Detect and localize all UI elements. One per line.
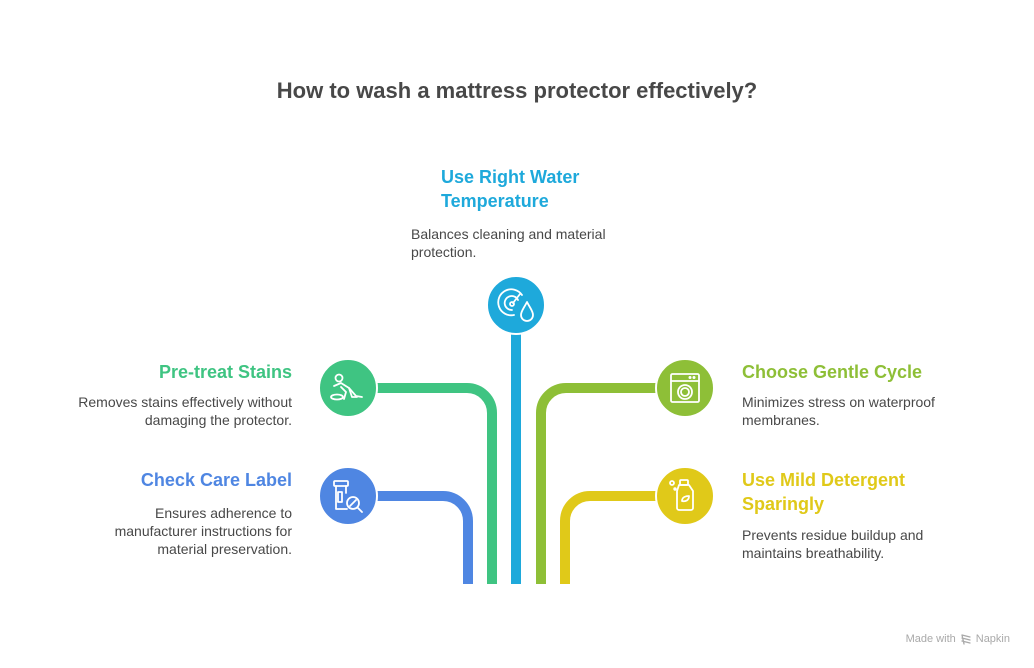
made-with-napkin-badge[interactable]: Made with Napkin bbox=[906, 633, 1010, 645]
description-line: material preservation. bbox=[157, 541, 292, 557]
node-use-mild-detergent-sparingly bbox=[655, 466, 715, 526]
node-choose-gentle-cycle bbox=[655, 358, 715, 418]
item-pre-treat-stains: Pre-treat Stains Removes stains effectiv… bbox=[32, 360, 292, 429]
washing-machine-icon bbox=[670, 373, 700, 403]
pill-bottle-magnifier-icon bbox=[333, 480, 363, 513]
connector-use-mild-detergent-sparingly bbox=[560, 491, 657, 584]
napkin-brand-label: Napkin bbox=[975, 633, 1010, 645]
description-line: Removes stains effectively without bbox=[78, 394, 292, 410]
person-scrubbing-icon bbox=[330, 373, 363, 401]
description-line: maintains breathability. bbox=[742, 545, 885, 561]
description-line: manufacturer instructions for bbox=[114, 523, 292, 539]
description-line: protection. bbox=[411, 244, 477, 260]
description-line: damaging the protector. bbox=[144, 412, 292, 428]
title-line: Sparingly bbox=[742, 494, 825, 514]
connector-pre-treat-stains bbox=[376, 383, 497, 584]
page-title: How to wash a mattress protector effecti… bbox=[276, 78, 758, 103]
made-with-label: Made with bbox=[905, 633, 956, 645]
item-description: Minimizes stress on waterproof membranes… bbox=[742, 393, 1002, 429]
item-title: Use Mild Detergent Sparingly bbox=[742, 468, 1002, 516]
description-line: Balances cleaning and material bbox=[411, 226, 606, 242]
description-line: Minimizes stress on waterproof bbox=[742, 394, 935, 410]
item-check-care-label: Check Care Label Ensures adherence to ma… bbox=[32, 468, 292, 558]
gauge-water-drop-icon bbox=[497, 288, 534, 322]
item-use-right-water-temperature: Use Right Water Temperature Balances cle… bbox=[411, 165, 651, 261]
detergent-bottle-icon bbox=[669, 479, 694, 511]
title-line: Temperature bbox=[441, 191, 549, 211]
connector-choose-gentle-cycle bbox=[536, 383, 657, 584]
item-description: Balances cleaning and material protectio… bbox=[411, 225, 651, 261]
title-line: Use Mild Detergent bbox=[742, 470, 906, 490]
item-choose-gentle-cycle: Choose Gentle Cycle Minimizes stress on … bbox=[742, 360, 1002, 429]
connector-check-care-label bbox=[376, 491, 473, 584]
node-check-care-label bbox=[318, 466, 378, 526]
node-pre-treat-stains bbox=[318, 358, 378, 418]
item-use-mild-detergent-sparingly: Use Mild Detergent Sparingly Prevents re… bbox=[742, 468, 1002, 562]
node-use-right-water-temperature bbox=[486, 275, 546, 335]
item-title: Use Right Water Temperature bbox=[441, 165, 651, 213]
item-title: Pre-treat Stains bbox=[158, 362, 292, 382]
description-line: Ensures adherence to bbox=[155, 505, 292, 521]
description-line: membranes. bbox=[742, 412, 820, 428]
description-line: Prevents residue buildup and bbox=[742, 527, 924, 543]
item-title: Choose Gentle Cycle bbox=[742, 362, 923, 382]
napkin-logo-icon bbox=[961, 634, 971, 645]
title-line: Use Right Water bbox=[441, 167, 580, 187]
item-description: Removes stains effectively without damag… bbox=[32, 393, 292, 429]
item-description: Prevents residue buildup and maintains b… bbox=[742, 526, 1002, 562]
item-title: Check Care Label bbox=[140, 470, 292, 490]
item-description: Ensures adherence to manufacturer instru… bbox=[32, 504, 292, 558]
